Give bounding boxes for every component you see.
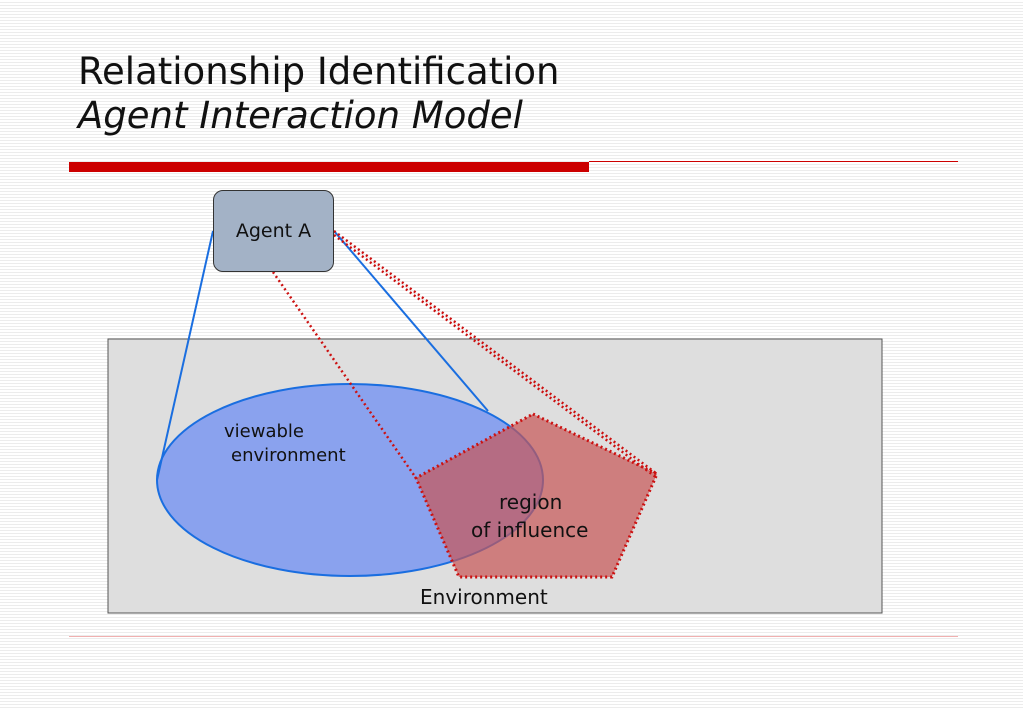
environment-label: Environment <box>420 585 548 609</box>
slide-title: Relationship Identification Agent Intera… <box>78 50 560 139</box>
viewable-label-line2: environment <box>231 445 346 466</box>
influence-line-right-upper <box>333 230 658 475</box>
bottom-rule <box>69 636 958 637</box>
influence-line-left <box>271 271 418 479</box>
view-line-left <box>156 230 214 481</box>
influence-label-line2: of influence <box>471 518 589 542</box>
agent-a-label: Agent A <box>235 220 312 242</box>
viewable-label-line1: viewable <box>224 421 304 442</box>
region-of-influence-pentagon <box>414 412 659 579</box>
agent-a-node: Agent A <box>213 190 334 272</box>
influence-label-line1: region <box>499 490 563 514</box>
title-text: Relationship Identification <box>78 50 560 93</box>
title-underline-thin <box>589 161 958 162</box>
subtitle-text: Agent Interaction Model <box>78 94 523 138</box>
view-line-right <box>333 230 489 412</box>
influence-line-right-lower <box>333 234 658 479</box>
title-underline-thick <box>69 162 589 172</box>
